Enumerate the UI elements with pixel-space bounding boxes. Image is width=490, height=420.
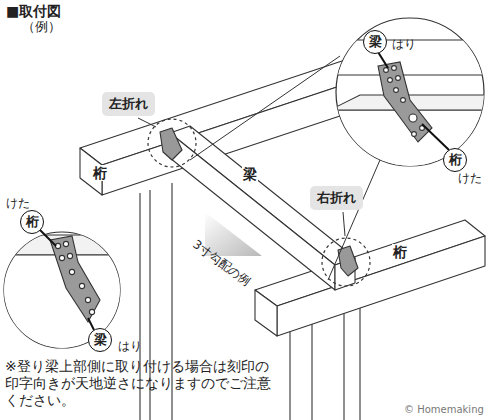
part-label: けた <box>6 197 30 211</box>
circled-label: 桁 <box>443 148 467 172</box>
detail-inset-right <box>330 18 490 170</box>
circled-label: 梁 <box>363 30 387 54</box>
part-label: © Homemaking <box>404 404 484 416</box>
leader-line <box>138 118 156 127</box>
leader-line <box>328 160 380 280</box>
part-label: 桁 <box>92 165 108 181</box>
part-label: （例） <box>22 20 61 35</box>
leader-line <box>343 212 345 236</box>
leader-line <box>190 56 340 160</box>
node-text: 桁 <box>449 151 462 169</box>
bracket <box>160 128 182 160</box>
circled-label: 梁 <box>88 328 112 352</box>
node-text: 梁 <box>369 33 382 51</box>
detail-inset-left <box>0 230 130 350</box>
circled-label: 桁 <box>20 210 44 234</box>
part-label: はり <box>118 340 142 354</box>
callout-box: 右折れ <box>310 186 363 210</box>
node-text: 左折れ <box>109 95 148 113</box>
callout-box: 左折れ <box>102 92 155 116</box>
node-text: 梁 <box>94 331 107 349</box>
part-label: 桁 <box>392 244 408 260</box>
part-label: けた <box>458 172 482 186</box>
detail-marker <box>322 238 370 286</box>
part-label: 梁 <box>242 166 258 182</box>
part-label: はり <box>392 38 416 52</box>
node-text: 桁 <box>26 213 39 231</box>
diagram-title: ■取付図 <box>6 3 61 19</box>
node-text: 右折れ <box>317 189 356 207</box>
note-text: ※登り梁上部側に取り付ける場合は刻印の印字向きが天地逆さになりますのでご注意くだ… <box>5 358 277 408</box>
